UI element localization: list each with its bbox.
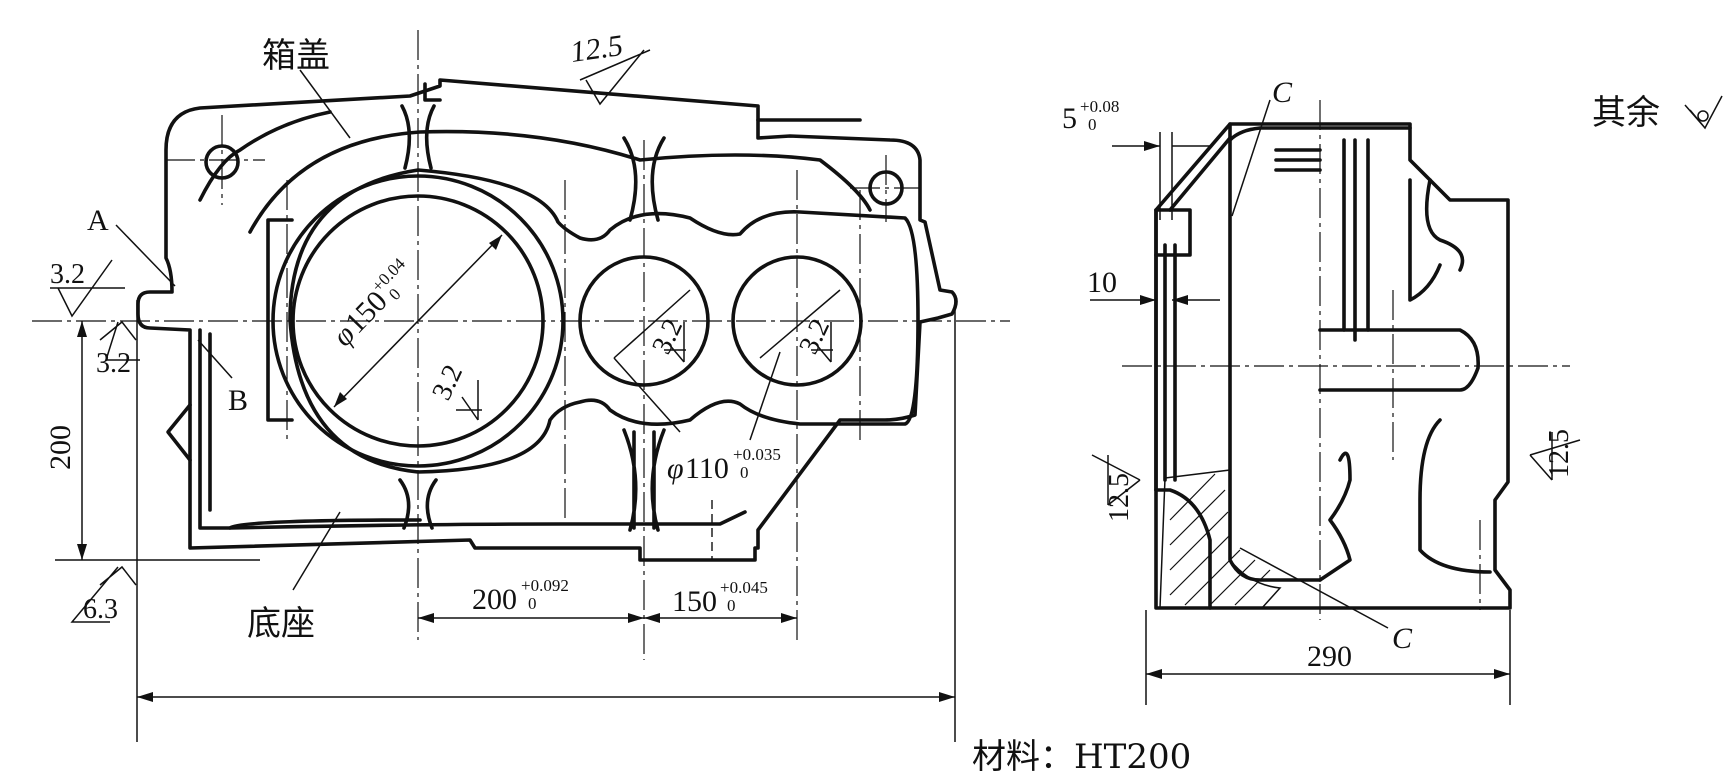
bore-small xyxy=(731,255,863,387)
base-label: 底座 xyxy=(247,604,315,644)
roughness-bottom-left: 6.3 xyxy=(83,594,118,625)
dim-groove-upper: +0.08 xyxy=(1080,97,1119,116)
side-view xyxy=(1090,95,1723,705)
bore-inner-ring xyxy=(271,174,565,468)
dim-bore-big: φ 150 +0.04 0 xyxy=(326,254,409,353)
dim-width: 290 xyxy=(1307,640,1352,673)
cover-label: 箱盖 xyxy=(262,36,330,76)
dim-groove-lower: 0 xyxy=(1088,115,1097,134)
dim-center-150-upper: +0.045 xyxy=(720,578,768,597)
dim-groove-value: 5 xyxy=(1062,102,1077,135)
material-label: 材料：HT200 xyxy=(972,737,1191,777)
side-outline xyxy=(1154,122,1512,610)
dim-center-150: 150 +0.045 0 xyxy=(672,578,768,618)
dim-flange: 10 xyxy=(1087,266,1117,299)
dim-bore-big-lower: 0 xyxy=(385,285,405,304)
dim-center-200-lower: 0 xyxy=(528,594,537,613)
dim-bore-small: φ 110 +0.035 0 xyxy=(667,445,781,485)
dim-bore-small-prefix: φ xyxy=(667,452,684,485)
front-view xyxy=(32,30,1010,742)
dim-height: 200 xyxy=(44,425,77,470)
housing-outline xyxy=(136,78,958,562)
dim-groove: 5 +0.08 0 xyxy=(1062,97,1119,135)
dim-center-200-value: 200 xyxy=(472,583,517,616)
roughness-left-upper: 3.2 xyxy=(50,259,85,290)
point-b-label: B xyxy=(228,384,248,417)
section-c-top: C xyxy=(1272,76,1293,109)
dim-bore-small-value: 110 xyxy=(685,452,729,485)
bolt-hole-right xyxy=(868,170,904,206)
bore-medium xyxy=(578,255,710,387)
bolt-hole-left xyxy=(204,144,240,180)
dim-bore-small-upper: +0.035 xyxy=(733,445,781,464)
dim-center-150-value: 150 xyxy=(672,585,717,618)
bore-large xyxy=(291,194,545,448)
others-label: 其余 xyxy=(1592,93,1660,133)
dim-center-200-upper: +0.092 xyxy=(521,576,569,595)
dim-center-150-lower: 0 xyxy=(727,596,736,615)
roughness-left-lower: 3.2 xyxy=(96,348,131,379)
section-c-bottom: C xyxy=(1392,622,1413,655)
roughness-top-cover: 12.5 xyxy=(568,29,625,69)
roughness-side-left: 12.5 xyxy=(1104,473,1135,522)
roughness-side-right: 12.5 xyxy=(1544,429,1575,478)
point-a-label: A xyxy=(87,204,109,237)
dim-bore-small-lower: 0 xyxy=(740,463,749,482)
dim-center-200: 200 +0.092 0 xyxy=(472,576,569,616)
